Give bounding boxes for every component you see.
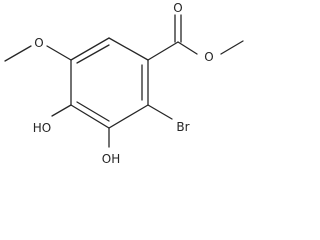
ring-double-bond-c3-c4 <box>76 101 110 122</box>
carbonyl-oxygen-label: O <box>173 1 182 15</box>
ring-bond-c6-c1 <box>108 37 149 61</box>
hydroxyl-3-label: OH <box>102 152 120 166</box>
chemical-structure-diagram: O O O Br HO OH <box>4 1 244 166</box>
bond-ring-to-bromine <box>147 104 173 120</box>
bond-ring-to-methoxy-o <box>46 45 72 61</box>
ring-bond-c5-c6 <box>70 37 110 61</box>
hydroxyl-4-label: HO <box>33 121 51 135</box>
bond-ring-to-hydroxyl-4 <box>51 104 72 117</box>
ring-bond-c2-c3 <box>108 104 149 129</box>
bond-carbonyl-to-ester-o <box>177 41 198 55</box>
bond-ring-to-carbonyl <box>147 41 179 61</box>
methoxy-oxygen-label: O <box>34 36 43 50</box>
bond-ester-o-to-methyl <box>220 40 244 55</box>
bromine-label: Br <box>176 120 189 134</box>
ring-bond-c3-c4 <box>70 104 110 129</box>
bond-methoxy-o-to-methyl <box>4 45 32 62</box>
ester-oxygen-label: O <box>204 50 213 64</box>
ring-double-bond-c5-c6 <box>76 44 110 64</box>
